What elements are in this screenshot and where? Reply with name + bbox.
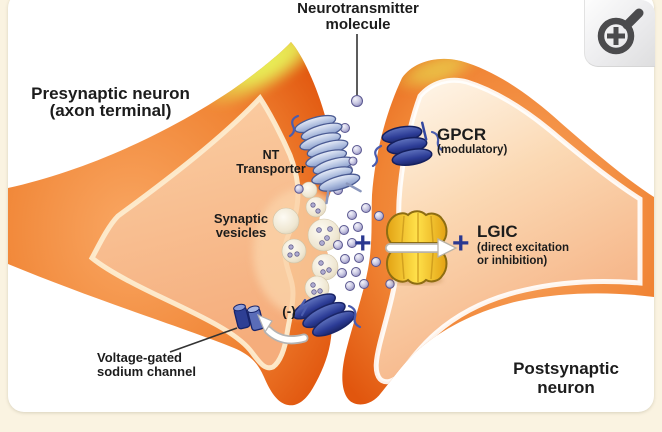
nt-transporter-label-line1: NT [262,148,280,162]
minus-sign-label: (-) [282,304,296,319]
presynaptic-label-line2: (axon terminal) [49,100,172,120]
nt-transporter-label-line2: Transporter [236,161,306,176]
gpcr-label-name: GPCR [437,125,487,144]
neurotransmitter-label-line1: Neurotransmitter [297,0,419,17]
nt-transporter-graphic [294,114,362,205]
vesicles-group [272,181,341,301]
plus-sign-left: + [354,227,372,260]
presynaptic-label-line1: Presynaptic neuron [31,84,190,103]
plus-sign-right: + [452,227,470,260]
nt-transporter-label: NT Transporter [228,148,314,176]
voltage-label-line1: Voltage-gated [97,350,182,365]
gpcr-label: GPCR (modulatory) [437,125,547,156]
lgic-label-name: LGIC [477,222,518,241]
lgic-arrow [385,237,458,259]
presynaptic-neuron-label: Presynaptic neuron (axon terminal) [18,84,203,120]
lgic-label-qualifier2: or inhibition) [477,254,548,267]
lgic-label-qualifier1: (direct excitation [477,242,570,254]
pointer-line-voltage [169,327,238,353]
postsynaptic-label-line2: neuron [537,377,595,397]
gpcr-graphic [381,121,433,167]
vesicles-label-line2: vesicles [215,225,267,240]
postsynaptic-label-line1: Postsynaptic [513,359,619,378]
lgic-label: LGIC (direct excitation or inhibition) [477,222,587,267]
synaptic-vesicles-label: Synaptic vesicles [200,212,282,240]
vesicle-contents [287,202,333,295]
presynaptic-neuron-shape [8,42,334,406]
vesicles-label-line1: Synaptic [213,211,269,226]
lgic-graphic [385,210,458,285]
voltage-gated-label: Voltage-gated sodium channel [97,351,217,379]
gpcr-label-qualifier: (modulatory) [437,144,508,156]
zoom-in-button[interactable] [584,0,655,67]
voltage-label-line2: sodium channel [97,364,196,379]
activity-squiggles [288,114,444,329]
inhibition-arrow [256,313,309,345]
neurotransmitter-label: Neurotransmitter molecule [262,1,454,32]
zoom-in-icon [597,8,644,55]
neurotransmitter-label-line2: molecule [325,15,391,33]
postsynaptic-neuron-label: Postsynaptic neuron [505,359,627,397]
neurotransmitter-molecule [351,95,363,107]
